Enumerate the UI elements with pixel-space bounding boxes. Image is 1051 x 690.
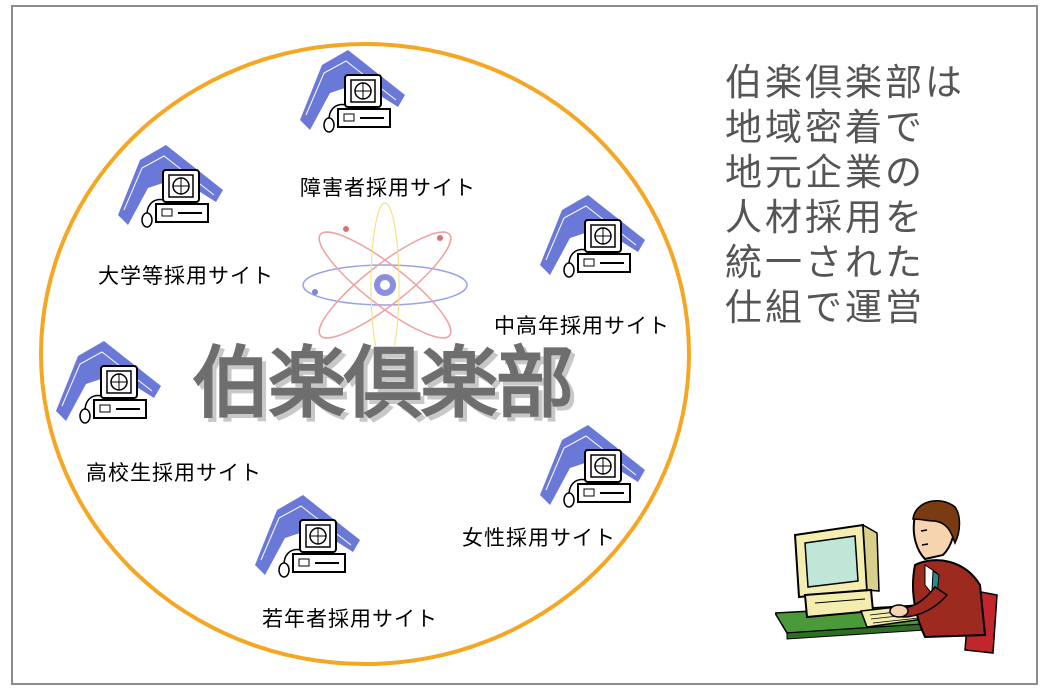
computer-terminal-icon <box>540 425 645 508</box>
site-label-middle-aged: 中高年採用サイト <box>494 314 670 338</box>
site-label-women: 女性採用サイト <box>462 526 616 550</box>
site-icon-youth <box>255 490 365 590</box>
site-label-university: 大学等採用サイト <box>98 264 274 288</box>
computer-terminal-icon <box>118 145 223 228</box>
site-icon-disability <box>300 45 410 145</box>
club-circle <box>39 42 691 666</box>
site-label-high-school: 高校生採用サイト <box>86 461 262 485</box>
description-line: 統一された <box>725 241 925 284</box>
computer-terminal-icon <box>56 341 161 424</box>
site-label-youth: 若年者採用サイト <box>262 607 438 631</box>
site-icon-high-school <box>56 336 166 436</box>
person-at-computer-icon <box>775 500 998 654</box>
site-icon-university <box>118 140 228 240</box>
site-label-disability: 障害者採用サイト <box>300 176 476 200</box>
description-text: 伯楽倶楽部は 地域密着で 地元企業の 人材採用を 統一された 仕組で運営 <box>725 60 1025 330</box>
description-line: 人材採用を <box>725 196 925 239</box>
diagram-frame <box>11 5 1038 685</box>
description-line: 伯楽倶楽部は <box>725 61 965 104</box>
description-line: 地元企業の <box>725 151 925 194</box>
computer-terminal-icon <box>255 495 360 578</box>
atom-icon <box>302 202 468 368</box>
computer-terminal-icon <box>300 50 405 133</box>
description-line: 地域密着で <box>725 106 925 149</box>
site-icon-middle-aged <box>540 190 650 290</box>
computer-terminal-icon <box>540 195 645 278</box>
site-icon-women <box>540 420 650 520</box>
description-line: 仕組で運営 <box>725 286 925 329</box>
club-title: 伯楽倶楽部 <box>192 339 574 429</box>
